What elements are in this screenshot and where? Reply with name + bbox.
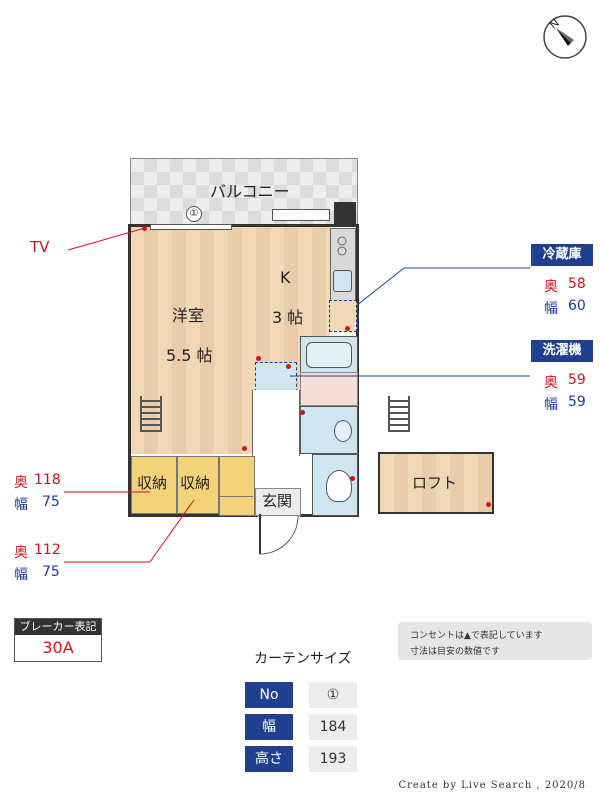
- fridge-width-label: 幅: [544, 301, 558, 317]
- storage2-depth-value: 112: [34, 542, 61, 558]
- storage-1-label: 収納: [137, 474, 168, 492]
- curtain-header-height: 高さ: [245, 746, 293, 772]
- tub-inner: [306, 342, 352, 368]
- outlet-marker: [300, 410, 305, 415]
- wall-left: [128, 224, 131, 516]
- washer-depth-label: 奥: [544, 375, 558, 391]
- pipe-space: [334, 202, 356, 226]
- washer-tag: 洗濯機: [531, 340, 593, 362]
- breaker-title: ブレーカー表記: [15, 619, 101, 635]
- storage2-width-label: 幅: [14, 567, 28, 583]
- dressing-area: [300, 372, 358, 406]
- storage1-width-value: 75: [42, 494, 60, 510]
- room-size: 5.5 帖: [166, 346, 213, 365]
- breaker-box: ブレーカー表記 30A: [14, 618, 102, 662]
- balcony-label: バルコニー: [210, 182, 290, 201]
- footer-credit: Create by Live Search , 2020/8: [398, 780, 586, 791]
- curtain-title: カーテンサイズ: [254, 651, 352, 667]
- outlet-marker: [242, 446, 247, 451]
- storage2-width-value: 75: [42, 564, 60, 580]
- storage2-depth-label: 奥: [14, 545, 28, 561]
- compass-icon: N: [543, 15, 587, 59]
- note-line-2: 寸法は目安の数値です: [410, 647, 501, 657]
- fridge-tag: 冷蔵庫: [531, 244, 593, 266]
- curtain-header-width: 幅: [245, 714, 293, 740]
- washbasin-icon: [334, 420, 352, 442]
- wall-top: [128, 224, 358, 227]
- storage-2: [177, 456, 219, 514]
- outlet-marker: [256, 356, 261, 361]
- loft-label: ロフト: [412, 474, 458, 492]
- washer-depth-value: 59: [568, 372, 586, 388]
- shoe-cabinet-divider: [219, 496, 253, 497]
- toilet-icon: [326, 470, 352, 502]
- curtain-header-no: No: [245, 682, 293, 708]
- entrance-door-icon: [258, 514, 300, 558]
- storage1-width-label: 幅: [14, 497, 28, 513]
- loft: [378, 452, 494, 514]
- fridge-width-value: 60: [568, 298, 586, 314]
- tv-label: TV: [30, 238, 50, 256]
- outlet-marker: [286, 364, 291, 369]
- storage-2-label: 収納: [180, 474, 211, 492]
- shoe-cabinet: [219, 456, 255, 516]
- ladder-icon: [140, 396, 162, 432]
- balcony-window: [272, 209, 330, 221]
- outlet-marker: [486, 502, 491, 507]
- note-box: コンセントは▲で表記しています 寸法は目安の数値です: [398, 622, 592, 660]
- note-line-1: コンセントは▲で表記しています: [410, 631, 543, 641]
- curtain-value-height: 193: [309, 746, 357, 772]
- kitchen-size: 3 帖: [272, 308, 304, 327]
- breaker-value: 30A: [42, 638, 74, 657]
- window-number: ①: [189, 208, 199, 219]
- curtain-value-width: 184: [309, 714, 357, 740]
- corridor: [252, 390, 300, 456]
- sink-icon: [333, 270, 352, 292]
- outlet-marker: [142, 226, 147, 231]
- room-window: [150, 224, 232, 230]
- balcony-window-no: ①: [186, 206, 202, 222]
- outlet-marker: [345, 326, 350, 331]
- compass: N: [542, 14, 588, 60]
- room-name: 洋室: [172, 306, 205, 325]
- entrance-floor: [255, 488, 301, 516]
- storage1-depth-value: 118: [34, 472, 61, 488]
- stove-icon: [333, 234, 351, 258]
- fridge-depth-label: 奥: [544, 279, 558, 295]
- fridge-space: [329, 300, 357, 332]
- floor-plan: バルコニー ① 洋室 5.5 帖 K 3 帖 収納: [128, 158, 494, 558]
- curtain-value-no: ①: [309, 682, 357, 708]
- washer-width-value: 59: [568, 394, 586, 410]
- fridge-depth-value: 58: [568, 276, 586, 292]
- entrance-label: 玄関: [262, 492, 293, 510]
- outlet-marker: [350, 476, 355, 481]
- kitchen-name: K: [280, 268, 291, 287]
- storage1-depth-label: 奥: [14, 475, 28, 491]
- washer-width-label: 幅: [544, 397, 558, 413]
- loft-ladder-icon: [388, 396, 410, 432]
